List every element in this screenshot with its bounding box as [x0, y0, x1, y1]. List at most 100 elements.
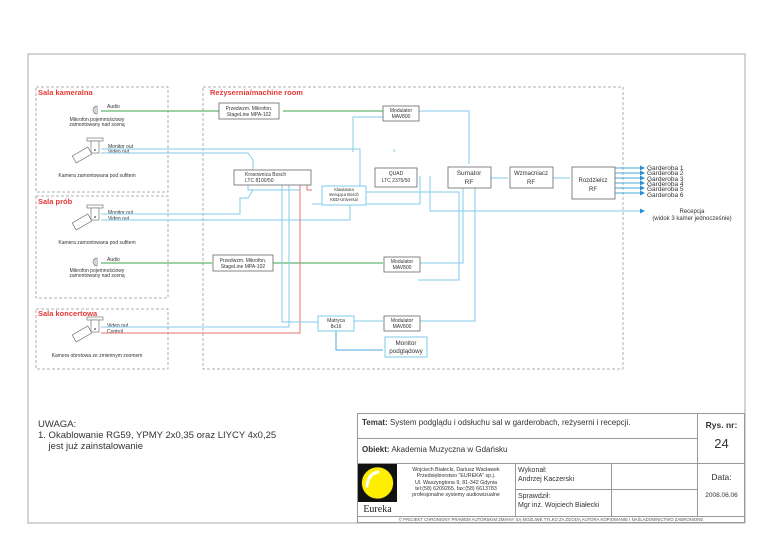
device-matryca: Matryca 8x16: [317, 315, 355, 332]
prob-cam-caption: Kamera zamontowana pod sufitem: [58, 240, 135, 246]
prob-video-out: Video out: [108, 216, 130, 222]
obiekt-value: Akademia Muzyczna w Gdańsku: [391, 445, 508, 454]
svg-text:Rozdzielcz: Rozdzielcz: [578, 178, 607, 184]
control-line: [101, 178, 301, 334]
garderoba-lines: [615, 165, 645, 196]
copyright-notice: © PROJEKT CHRONIONY PRAWEM AUTORSKIM ZMI…: [398, 517, 704, 522]
output-recepcja-note: (widok 3 kamer jednocześnie): [652, 216, 731, 222]
video-line-matrix: [281, 176, 318, 323]
data-cell: Data: 2008.06.06: [698, 464, 745, 516]
ptz-camera-icon: [71, 316, 104, 343]
video-line: [101, 189, 254, 215]
room-title-koncertowa: Sala koncertowa: [38, 309, 98, 318]
svg-text:Wzmacniacz: Wzmacniacz: [514, 171, 548, 177]
svg-text:QUAD: QUAD: [389, 171, 404, 177]
device-preamp2: Przedwzm. Mikrofon. StageLine MPA-102: [212, 254, 274, 272]
kameralna-video-out: Video out: [108, 149, 130, 155]
svg-text:sterująca Bosch: sterująca Bosch: [329, 192, 359, 197]
obiekt-label: Obiekt:: [362, 445, 390, 454]
svg-text:Klawiatura: Klawiatura: [334, 187, 354, 192]
room-box-prob: [35, 195, 169, 299]
room-box-kameralna: [35, 86, 169, 193]
company-line: Ul. Waszyngtona 9, 81-342 Gdynia: [415, 479, 497, 486]
prob-monitor-out: Monitor out: [108, 210, 134, 216]
note-line-2: jest już zainstalowanie: [38, 441, 144, 452]
output-garderoba-1: Garderoba 1: [647, 165, 684, 172]
camera-icon: [71, 137, 104, 164]
company-info: Wojciech Białecki, Dariusz Wacławek Prze…: [397, 464, 516, 516]
svg-text:RF: RF: [589, 187, 597, 193]
output-garderoba-4: Garderoba 4: [647, 181, 684, 188]
kameralna-mic-caption: Mikrofon pojemnościowy: [70, 117, 125, 123]
company-line: Wojciech Białecki, Dariusz Wacławek: [412, 467, 500, 473]
rf-line: [419, 110, 470, 164]
microphone-icon: [92, 257, 98, 267]
svg-text:Przedwzm. Mikrofon.: Przedwzm. Mikrofon.: [226, 106, 273, 112]
eureka-logo: Eureka: [358, 464, 397, 514]
svg-text:RF: RF: [527, 180, 535, 186]
svg-text:Krosownica Bosch: Krosownica Bosch: [245, 172, 286, 178]
arrow-icon: [640, 208, 645, 214]
camera-icon: [71, 204, 104, 231]
empty-cell: [612, 490, 698, 516]
room-box-rezyserka: [202, 86, 624, 370]
room-title-prob: Sala prób: [38, 197, 73, 206]
note-line-1: 1. Okablowanie RG59, YPMY 2x0,35 oraz LI…: [38, 430, 277, 441]
svg-text:MAV800: MAV800: [392, 114, 411, 120]
svg-text:Modulator: Modulator: [390, 108, 413, 114]
output-recepcja: Recepcja: [679, 209, 705, 215]
sprawdzil-cell: Sprawdził: Mgr inż. Wojciech Białecki: [516, 490, 612, 516]
video-line: [101, 175, 290, 328]
room-title-rezyserka: Reżysernia/machine room: [210, 88, 303, 97]
company-line: profesjonalne systemy audiowizualne: [412, 492, 500, 499]
room-box-koncertowa: [35, 308, 169, 370]
device-sumator: Sumator RF: [447, 166, 492, 189]
prob-audio-label: Audio: [107, 257, 120, 263]
wykonal-value: Andrzej Kaczerski: [518, 476, 575, 483]
output-garderoba-5: Garderoba 5: [647, 186, 684, 193]
device-klawiatura: Klawiatura sterująca Bosch KBD-Universal: [321, 185, 367, 206]
device-preamp1: Przedwzm. Mikrofon. StageLine MPA-102: [218, 102, 280, 120]
wykonal-label: Wykonał:: [518, 467, 547, 474]
output-garderoba-2: Garderoba 2: [647, 170, 684, 177]
svg-text:Matryca: Matryca: [327, 318, 345, 324]
svg-text:KBD-Universal: KBD-Universal: [330, 197, 358, 202]
rys-label: Rys. nr:: [705, 420, 738, 430]
sprawdzil-value: Mgr inż. Wojciech Białecki: [518, 502, 600, 509]
device-quad: QUAD LTC 2375/50: [374, 167, 418, 188]
koncertowa-control: Control: [107, 329, 123, 335]
svg-text:LTC 2375/50: LTC 2375/50: [382, 178, 411, 184]
video-line-monitor: [335, 331, 383, 351]
koncertowa-video-out: Video out: [107, 323, 129, 329]
sprawdzil-label: Sprawdził:: [518, 493, 551, 500]
svg-text:Monitor: Monitor: [396, 340, 417, 347]
device-wzmacniacz: Wzmacniacz RF: [509, 166, 554, 189]
svg-text:LTC 8100/50: LTC 8100/50: [245, 178, 274, 184]
svg-text:MAV800: MAV800: [393, 324, 412, 330]
svg-text:8x16: 8x16: [331, 324, 342, 330]
video-line: [352, 116, 383, 152]
room-title-kameralna: Sala kameralna: [38, 88, 93, 97]
svg-text:Modulator: Modulator: [391, 318, 414, 324]
temat-cell: Temat: System podglądu i odsłuchu sal w …: [358, 414, 698, 439]
svg-text:StageLine MPA-102: StageLine MPA-102: [221, 264, 266, 270]
company-line: Przedsiębiorstwo "EUREKA" sp.j.: [416, 473, 496, 480]
kameralna-monitor-out: Monitor out: [108, 144, 134, 150]
svg-text:Sumator: Sumator: [457, 170, 482, 177]
output-garderoba-6: Garderoba 6: [647, 192, 684, 199]
divider: [358, 516, 744, 517]
rf-line: [419, 188, 464, 264]
title-block: Temat: System podglądu i odsłuchu sal w …: [357, 413, 745, 523]
device-modulator3: Modulator MAV800: [383, 315, 421, 332]
company-line: tel:(58) 6209265, fax:(58) 6613783: [415, 485, 497, 492]
empty-cell: [612, 464, 698, 490]
drawing-frame: [27, 53, 746, 524]
note-title: UWAGA:: [38, 419, 77, 430]
video-line-recepcja: [429, 176, 622, 212]
rys-cell: Rys. nr: 24: [698, 414, 745, 464]
prob-mic-caption-2: zamontowany nad sceną: [69, 273, 125, 279]
device-rozdzielacz: Rozdzielcz RF: [571, 166, 616, 200]
temat-label: Temat:: [362, 418, 388, 427]
svg-text:Przedwzm. Mikrofon.: Przedwzm. Mikrofon.: [220, 258, 267, 264]
